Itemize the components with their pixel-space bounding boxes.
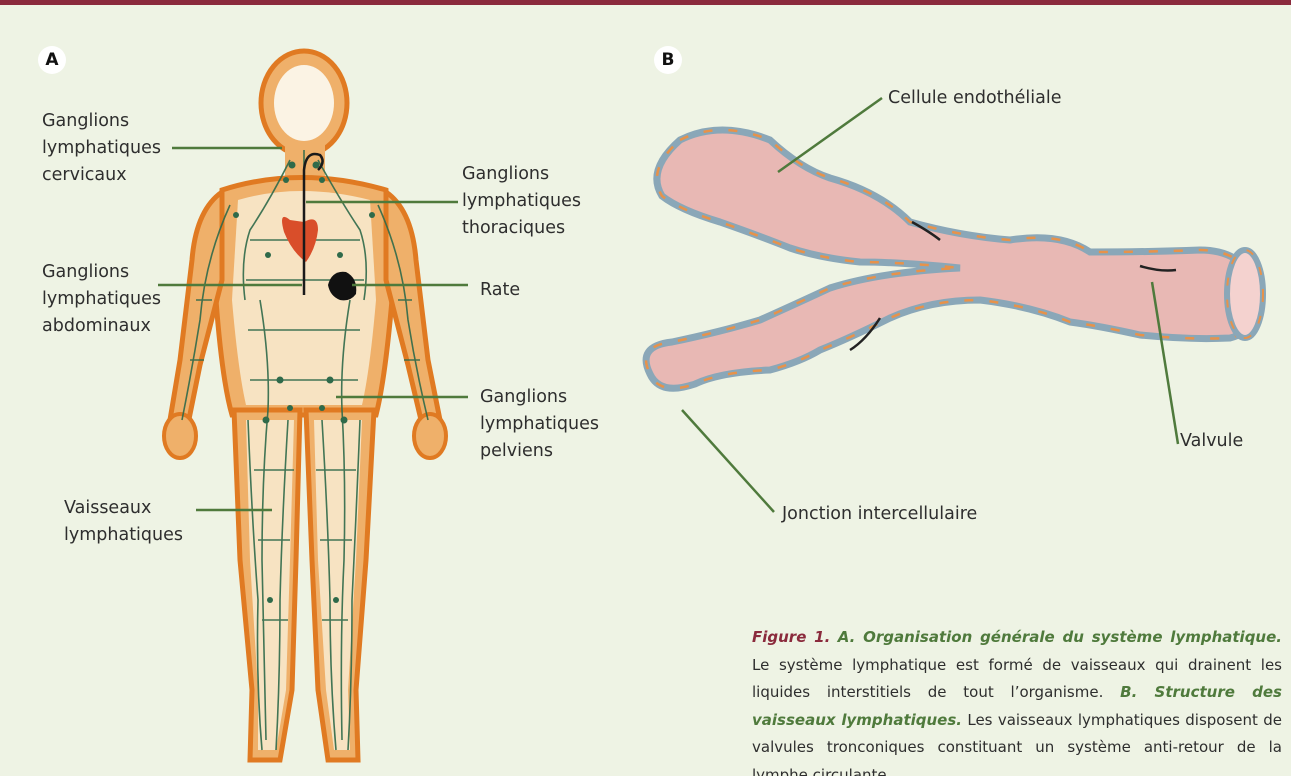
label-intercellular-junction: Jonction intercellulaire <box>782 501 977 528</box>
panel-a-letter: A <box>38 46 66 74</box>
label-valve: Valvule <box>1180 428 1243 455</box>
label-lymphatic-vessels: Vaisseaux lymphatiques <box>64 495 183 549</box>
human-body-illustration <box>164 51 446 760</box>
label-cervical-nodes: Ganglions lymphatiques cervicaux <box>42 108 161 189</box>
label-spleen: Rate <box>480 277 520 304</box>
label-pelvic-nodes: Ganglions lymphatiques pelviens <box>480 384 599 465</box>
lymphatic-vessel-illustration <box>646 130 1263 388</box>
label-thoracic-nodes: Ganglions lymphatiques thoraciques <box>462 161 581 242</box>
figure-caption: Figure 1. A. Organisation générale du sy… <box>752 624 1282 776</box>
caption-a-title: A. Organisation générale du système lymp… <box>838 628 1282 646</box>
caption-figure-number: Figure 1. <box>752 628 830 646</box>
panel-b-letter: B <box>654 46 682 74</box>
label-abdominal-nodes: Ganglions lymphatiques abdominaux <box>42 259 161 340</box>
label-endothelial-cell: Cellule endothéliale <box>888 85 1061 112</box>
